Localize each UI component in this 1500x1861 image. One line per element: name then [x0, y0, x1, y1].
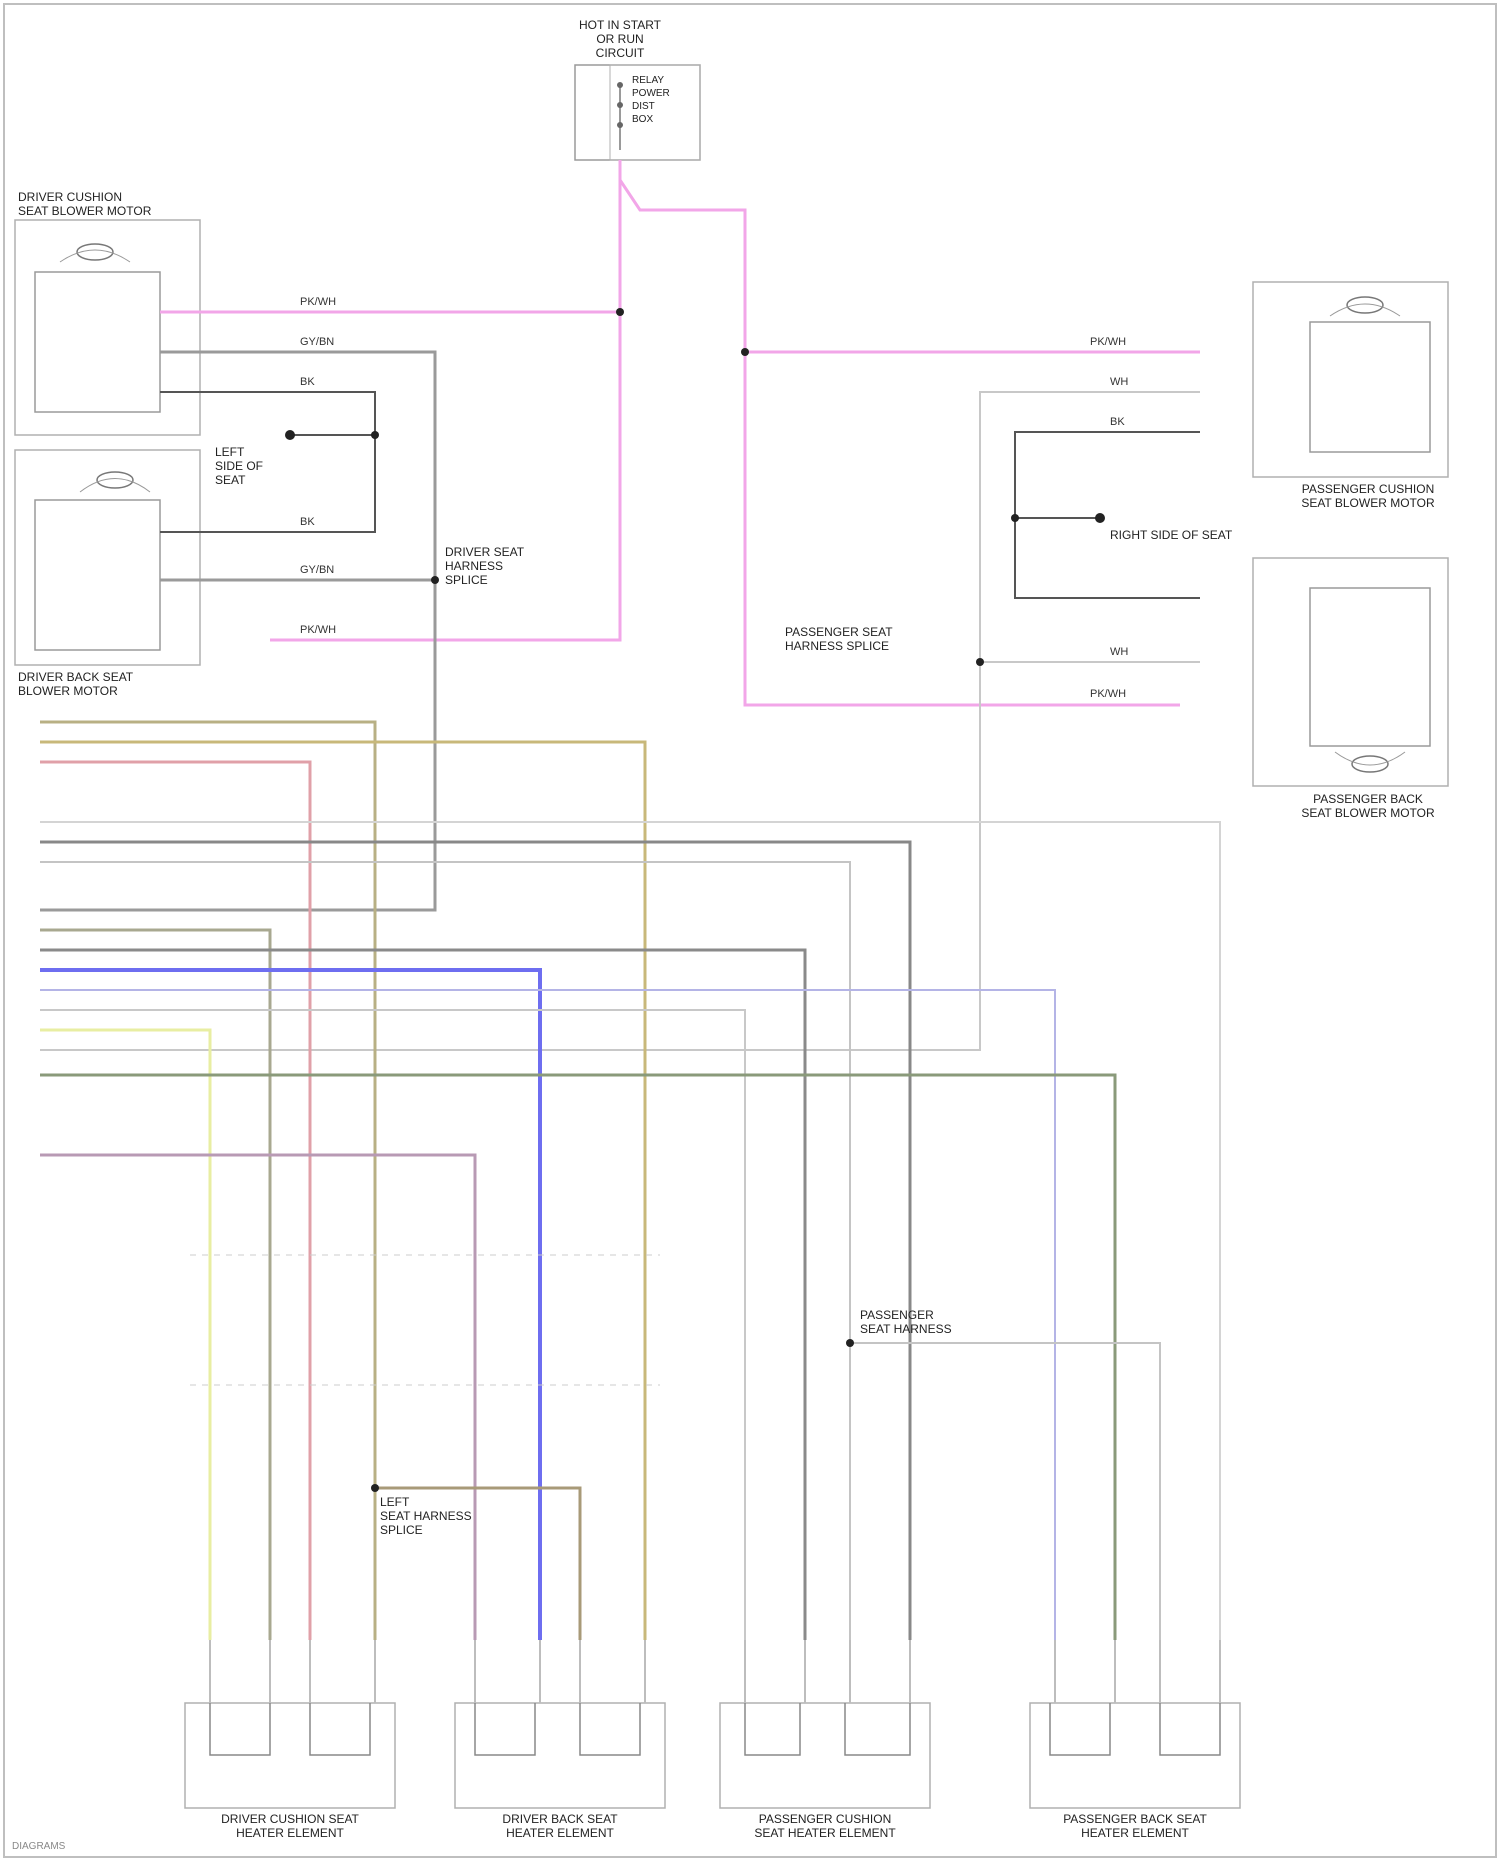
wire-label-bk3: BK: [1110, 416, 1125, 428]
heater-element-4: [1030, 1703, 1240, 1808]
wire-label-pk4: PK/WH: [1090, 688, 1126, 700]
wire-label-wh2: WH: [1110, 646, 1128, 658]
heater-1-label: DRIVER CUSHION SEAT HEATER ELEMENT: [175, 1812, 405, 1840]
wire-harness-11: [40, 1010, 745, 1640]
driver-back-motor: [15, 450, 200, 665]
wire-harness-13: [40, 1075, 1115, 1640]
wire-heater-drops: [210, 1640, 1220, 1703]
splice-bottom-left-label: LEFT SEAT HARNESS SPLICE: [380, 1495, 500, 1537]
wire-label-wh1: WH: [1110, 376, 1128, 388]
wire-harness-14: [40, 1155, 475, 1640]
wire-harness-4: [40, 822, 1220, 1640]
splice-right-label: PASSENGER SEAT HARNESS SPLICE: [785, 625, 985, 653]
wire-label-pk3: PK/WH: [1090, 336, 1126, 348]
passenger-back-motor-label: PASSENGER BACK SEAT BLOWER MOTOR: [1283, 792, 1453, 820]
heater-2-label: DRIVER BACK SEAT HEATER ELEMENT: [445, 1812, 675, 1840]
passenger-back-motor: [1253, 558, 1448, 786]
wire-harness-12: [40, 1030, 210, 1640]
wire-label-gy2: GY/BN: [300, 564, 334, 576]
driver-back-motor-label: DRIVER BACK SEAT BLOWER MOTOR: [18, 670, 198, 698]
wire-label-bk2: BK: [300, 516, 315, 528]
wire-label-pk1: PK/WH: [300, 296, 336, 308]
footer-label: DIAGRAMS: [12, 1840, 65, 1854]
ground-right-label: RIGHT SIDE OF SEAT: [1110, 528, 1290, 542]
wire-black-passenger-ground: [1015, 432, 1200, 598]
hot-in-run-label: HOT IN START OR RUN CIRCUIT: [555, 18, 685, 60]
heater-4-label: PASSENGER BACK SEAT HEATER ELEMENT: [1020, 1812, 1250, 1840]
passenger-cushion-motor: [1253, 282, 1448, 477]
splice-bottom-right-label: PASSENGER SEAT HARNESS: [860, 1308, 1020, 1336]
heater-element-2: [455, 1703, 665, 1808]
wire-harness-2: [40, 742, 645, 1640]
driver-cushion-motor-label: DRIVER CUSHION SEAT BLOWER MOTOR: [18, 190, 198, 218]
wire-label-pk2: PK/WH: [300, 624, 336, 636]
heater-element-1: [185, 1703, 395, 1808]
passenger-cushion-motor-label: PASSENGER CUSHION SEAT BLOWER MOTOR: [1283, 482, 1453, 510]
wire-harness-9: [40, 970, 540, 1640]
wire-label-bk1: BK: [300, 376, 315, 388]
driver-cushion-motor: [15, 220, 200, 435]
heater-3-label: PASSENGER CUSHION SEAT HEATER ELEMENT: [710, 1812, 940, 1840]
wires: [40, 160, 1220, 1703]
heater-element-3: [720, 1703, 930, 1808]
wire-label-gy1: GY/BN: [300, 336, 334, 348]
wire-harness-1: [40, 722, 375, 1640]
splice-left-label: DRIVER SEAT HARNESS SPLICE: [445, 545, 565, 587]
relay-note-label: RELAY POWER DIST BOX: [632, 74, 692, 126]
wire-harness-7: [40, 930, 270, 1640]
ground-left-label: LEFT SIDE OF SEAT: [215, 445, 295, 487]
